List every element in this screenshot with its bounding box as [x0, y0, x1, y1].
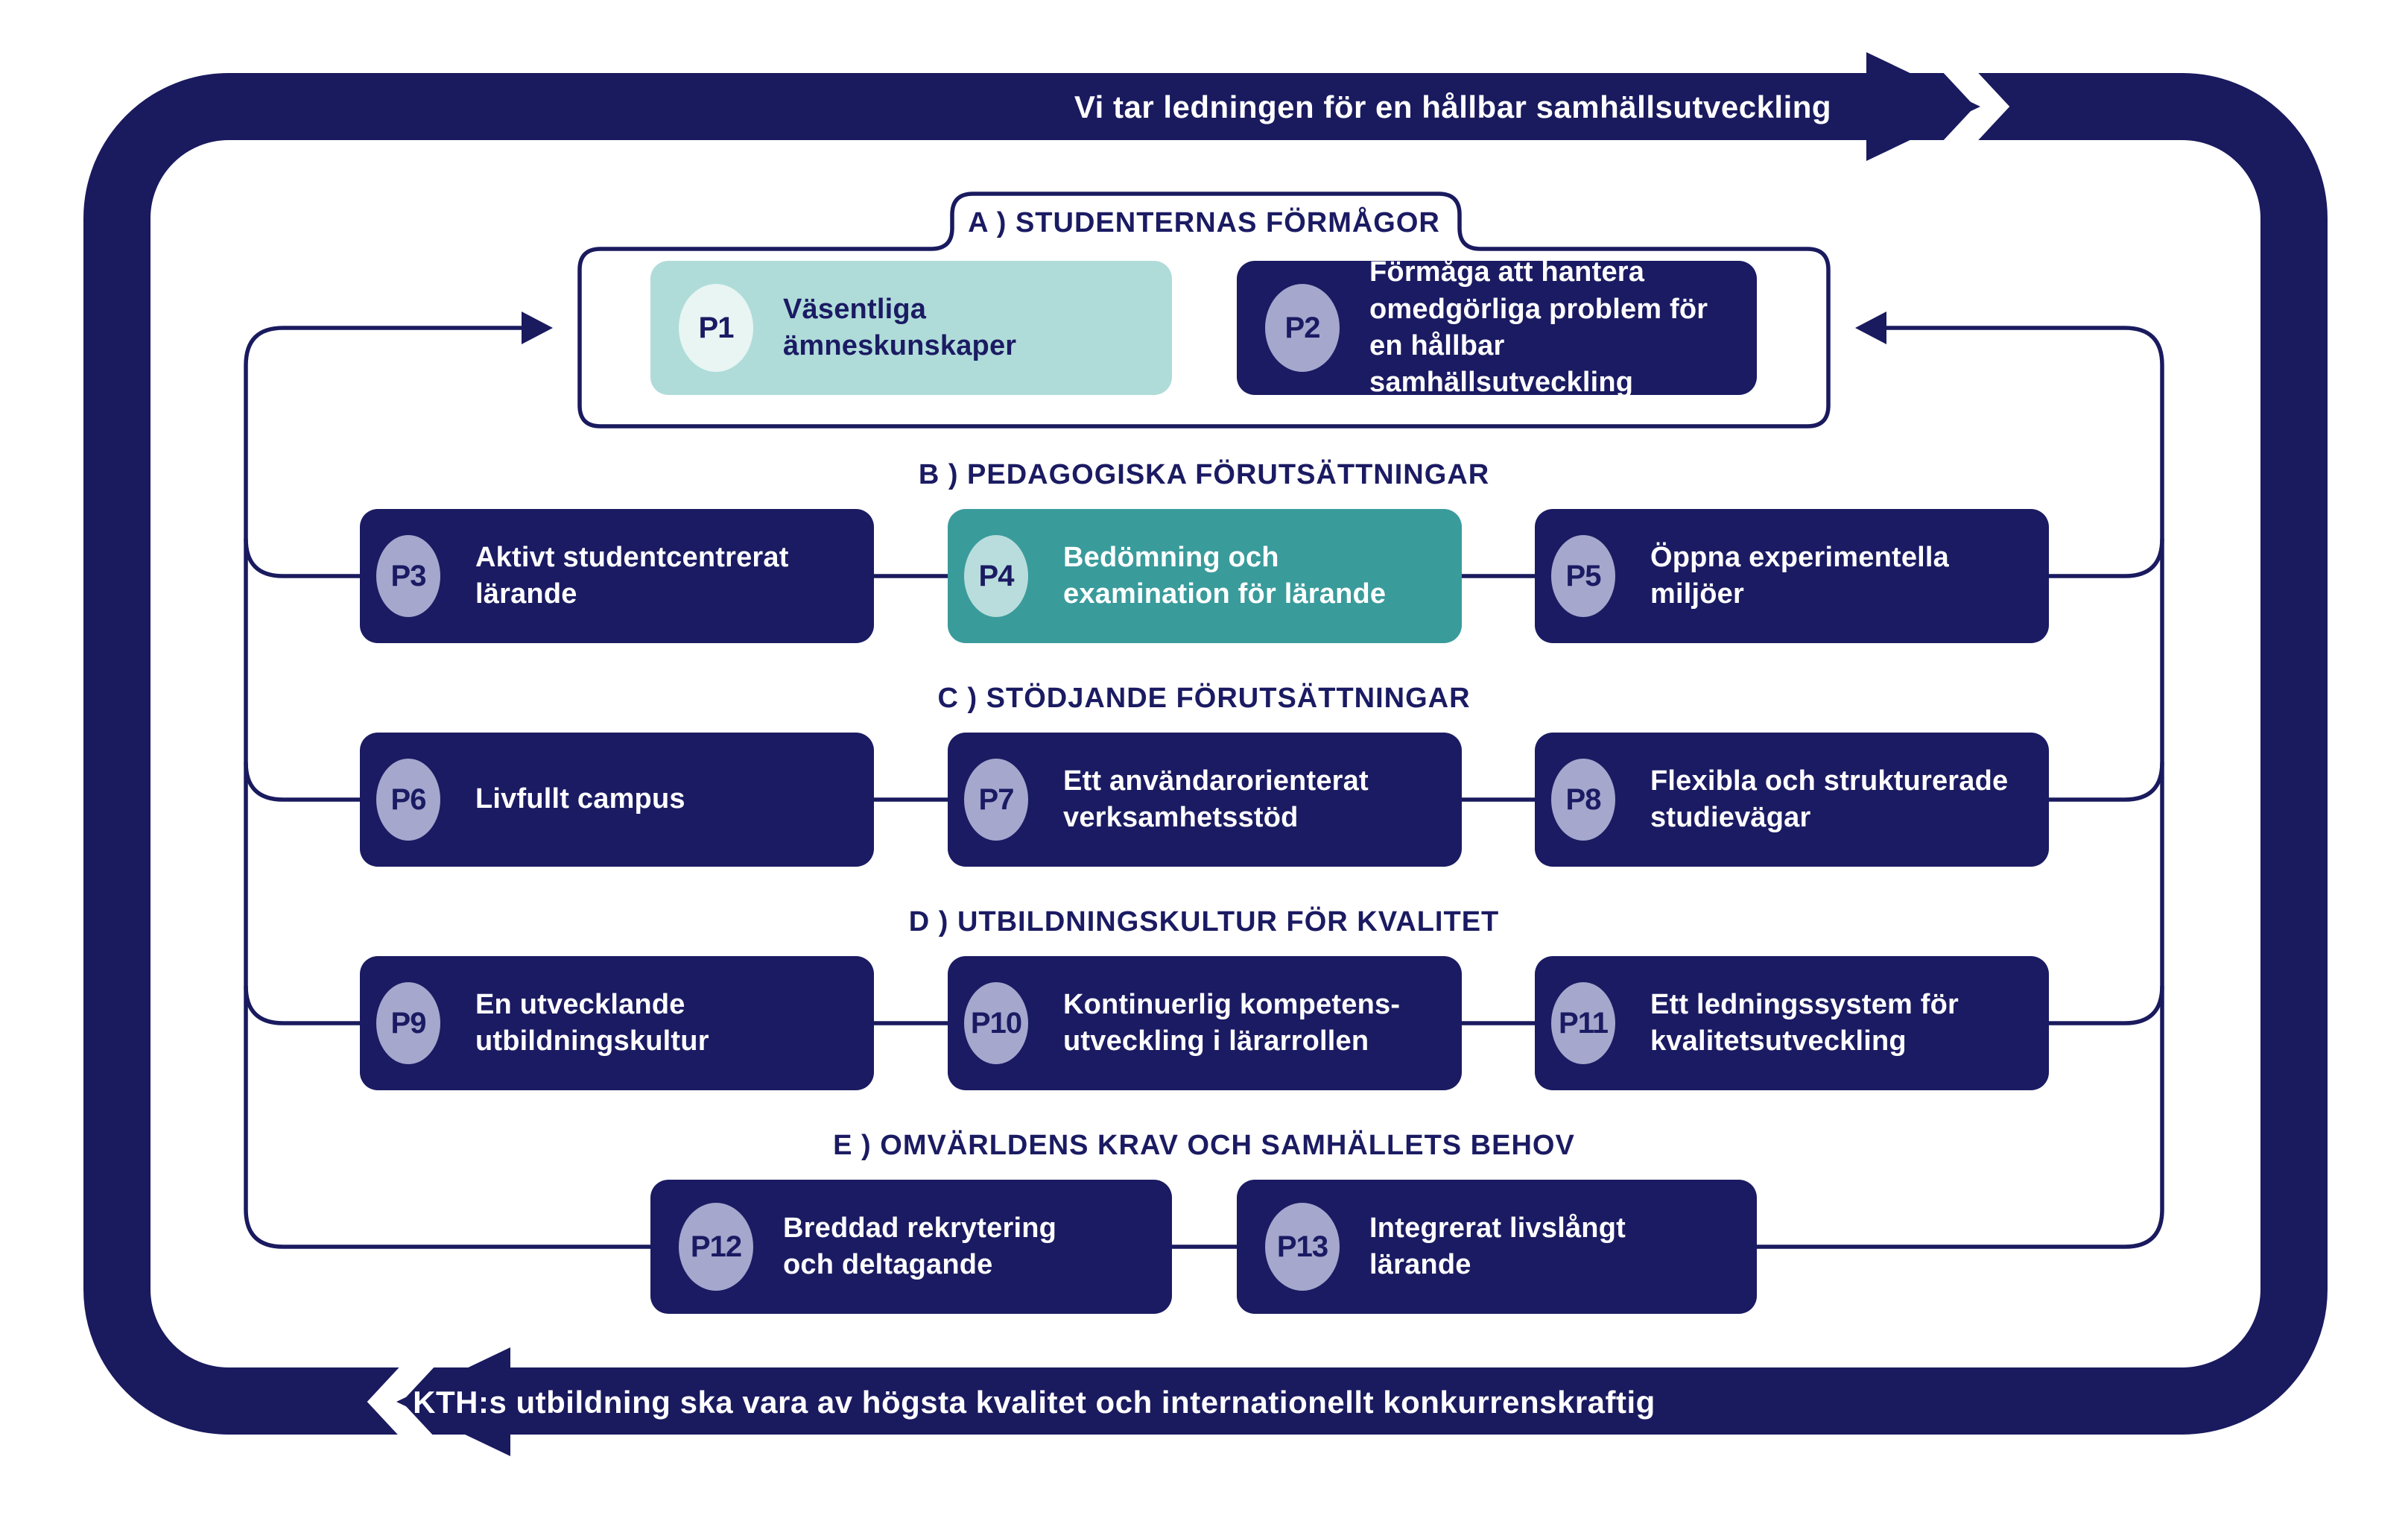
p11-badge: P11: [1551, 982, 1615, 1064]
p2-badge: P2: [1265, 284, 1340, 372]
p1-badge: P1: [679, 284, 753, 372]
section-label-e: E ) OMVÄRLDENS KRAV OCH SAMHÄLLETS BEHOV: [833, 1130, 1575, 1161]
box-p6-text: Livfullt campus: [475, 783, 685, 815]
p4-badge: P4: [964, 535, 1028, 617]
section-label-c: C ) STÖDJANDE FÖRUTSÄTTNINGAR: [937, 683, 1471, 714]
p3-badge: P3: [376, 535, 440, 617]
section-label-a: A ) STUDENTERNAS FÖRMÅGOR: [968, 207, 1440, 238]
section-label-b: B ) PEDAGOGISKA FÖRUTSÄTTNINGAR: [918, 459, 1490, 490]
bottom-ribbon-arrowhead-icon: [396, 1347, 510, 1456]
outer-loop-ring: [83, 73, 2328, 1435]
box-p7: P7 Ett användarorienterat verksamhetsstö…: [948, 733, 1462, 867]
box-p5: P5 Öppna experimentella miljöer: [1535, 509, 2049, 643]
box-p3: P3 Aktivt studentcentrerat lärande: [360, 509, 874, 643]
right-arrowhead-icon: [1855, 312, 1886, 344]
box-p12: P12 Breddad rekrytering och deltagande: [650, 1180, 1172, 1314]
p7-badge: P7: [964, 759, 1028, 841]
box-p9-text: En utvecklande utbildningskultur: [475, 988, 709, 1057]
bottom-ribbon-gap: [367, 1337, 446, 1467]
box-p7-text: Ett användarorienterat verksamhetsstöd: [1063, 765, 1369, 833]
top-ribbon-arrowhead-icon: [1866, 52, 1980, 161]
box-p8-text: Flexibla och strukturerade studievägar: [1650, 765, 2009, 833]
box-p13-text: Integrerat livslångt lärande: [1369, 1212, 1626, 1280]
p9-badge: P9: [376, 982, 440, 1064]
box-p11-text: Ett ledningssystem för kvalitetsutveckli…: [1650, 988, 1959, 1057]
connector-trunk: [244, 326, 2164, 1249]
box-p5-text: Öppna experimentella miljöer: [1650, 541, 1950, 610]
box-p9: P9 En utvecklande utbildningskultur: [360, 956, 874, 1090]
box-p2-text: Förmåga att hantera omedgörliga problem …: [1369, 256, 1708, 399]
p10-badge: P10: [964, 982, 1028, 1064]
section-label-d: D ) UTBILDNINGSKULTUR FÖR KVALITET: [908, 906, 1500, 937]
box-p12-text: Breddad rekrytering och deltagande: [783, 1212, 1057, 1280]
box-p13: P13 Integrerat livslångt lärande: [1237, 1180, 1757, 1314]
top-banner-text: Vi tar ledningen för en hållbar samhälls…: [1074, 89, 1832, 124]
box-p6: P6 Livfullt campus: [360, 733, 874, 867]
top-ribbon-gap: [1930, 42, 2010, 171]
box-p10: P10 Kontinuerlig kompetens-utveckling i …: [948, 956, 1462, 1090]
p13-badge: P13: [1265, 1203, 1340, 1291]
left-arrowhead-icon: [522, 312, 553, 344]
box-p2: P2 Förmåga att hantera omedgörliga probl…: [1237, 256, 1757, 398]
box-p8: P8 Flexibla och strukturerade studieväga…: [1535, 733, 2049, 867]
p8-badge: P8: [1551, 759, 1615, 841]
p12-badge: P12: [679, 1203, 753, 1291]
box-p11: P11 Ett ledningssystem för kvalitetsutve…: [1535, 956, 2049, 1090]
box-p1-text: Väsentliga ämneskunskaper: [783, 293, 1017, 361]
box-p3-text: Aktivt studentcentrerat lärande: [475, 541, 789, 610]
bottom-banner-text: KTH:s utbildning ska vara av högsta kval…: [413, 1385, 1656, 1420]
p5-badge: P5: [1551, 535, 1615, 617]
box-p10-text: Kontinuerlig kompetens-utveckling i lära…: [1063, 988, 1401, 1057]
box-p4: P4 Bedömning och examination för lärande: [948, 509, 1462, 643]
box-p4-text: Bedömning och examination för lärande: [1063, 541, 1387, 610]
box-p1: P1 Väsentliga ämneskunskaper: [650, 261, 1172, 395]
p6-badge: P6: [376, 759, 440, 841]
